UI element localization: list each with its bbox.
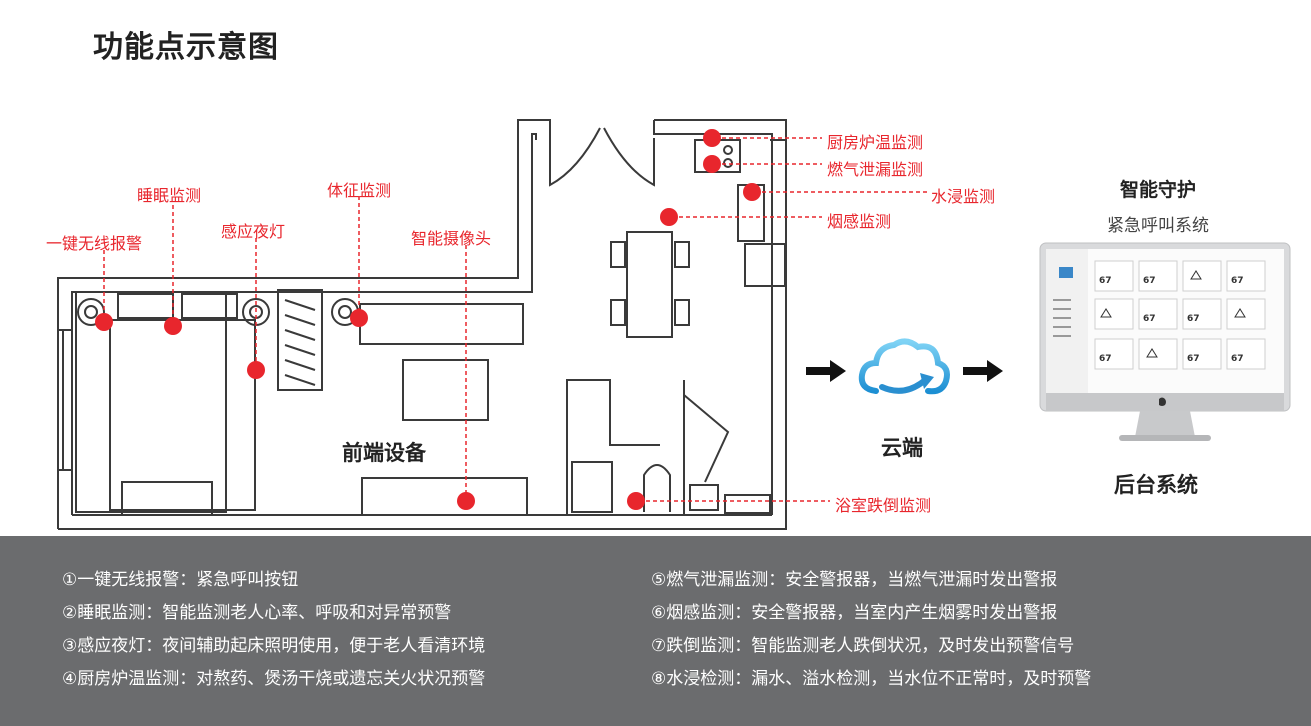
cloud-label: 云端 [881,436,923,460]
legend-right-column: ⑤燃气泄漏监测：安全警报器，当燃气泄漏时发出警报 ⑥烟感监测：安全警报器，当室内… [651,564,1091,696]
legend-panel: ①一键无线报警：紧急呼叫按钮 ②睡眠监测：智能监测老人心率、呼吸和对异常预警 ③… [0,536,1311,726]
label-gas-leak: 燃气泄漏监测 [827,160,924,179]
marker-vitals [350,309,368,327]
label-night-light: 感应夜灯 [221,222,286,241]
guard-title: 智能守护 [1120,179,1197,201]
outer-wall-left [57,119,551,529]
legend-item: ③感应夜灯：夜间辅助起床照明使用，便于老人看清环境 [62,636,486,656]
cloud-icon [858,338,950,395]
outer-wall-right [58,139,787,530]
leader-lines [103,137,928,502]
cell-value: 67 [1143,314,1156,324]
sensor-markers [95,129,761,510]
legend-left-column: ①一键无线报警：紧急呼叫按钮 ②睡眠监测：智能监测老人心率、呼吸和对异常预警 ③… [62,564,485,696]
backend-monitor: 67 67 67 67 67 67 67 67 [1037,241,1295,445]
label-sleep: 睡眠监测 [137,186,202,205]
label-smoke: 烟感监测 [827,212,892,231]
legend-item: ④厨房炉温监测：对熬药、煲汤干烧或遗忘关火状况预警 [62,669,486,689]
cell-value: 67 [1231,354,1244,364]
backend-label: 后台系统 [1114,473,1198,497]
arrow-right-icon [806,360,846,382]
marker-bath-fall [627,492,645,510]
cell-value: 67 [1187,354,1200,364]
label-bath-fall: 浴室跌倒监测 [835,496,932,515]
marker-water [743,183,761,201]
label-vitals: 体征监测 [327,181,392,200]
front-end-label: 前端设备 [342,441,426,465]
legend-item: ①一键无线报警：紧急呼叫按钮 [62,570,299,590]
legend-item: ⑥烟感监测：安全警报器，当室内产生烟雾时发出警报 [651,603,1058,623]
floor-plan [57,119,928,530]
page-title: 功能点示意图 [93,30,279,65]
legend-item: ⑦跌倒监测：智能监测老人跌倒状况，及时发出预警信号 [651,636,1075,656]
cell-value: 67 [1231,276,1244,286]
legend-item: ⑧水浸检测：漏水、溢水检测，当水位不正常时，及时预警 [651,669,1092,689]
marker-sleep [164,317,182,335]
label-camera: 智能摄像头 [411,229,492,248]
legend-item: ⑤燃气泄漏监测：安全警报器，当燃气泄漏时发出警报 [651,570,1058,590]
label-one-key: 一键无线报警 [46,234,143,253]
cell-value: 67 [1099,276,1112,286]
label-kitchen-temp: 厨房炉温监测 [827,133,924,152]
cell-value: 67 [1187,314,1200,324]
marker-smoke [660,208,678,226]
legend-item: ②睡眠监测：智能监测老人心率、呼吸和对异常预警 [62,603,452,623]
marker-one-key [95,313,113,331]
cell-value: 67 [1099,354,1112,364]
arrow-right-icon [963,360,1003,382]
marker-night-light [247,361,265,379]
cell-value: 67 [1143,276,1156,286]
marker-camera [457,492,475,510]
label-water: 水浸监测 [931,187,996,206]
marker-gas-leak [703,155,721,173]
guard-subtitle: 紧急呼叫系统 [1107,216,1209,236]
marker-kitchen-temp [703,129,721,147]
